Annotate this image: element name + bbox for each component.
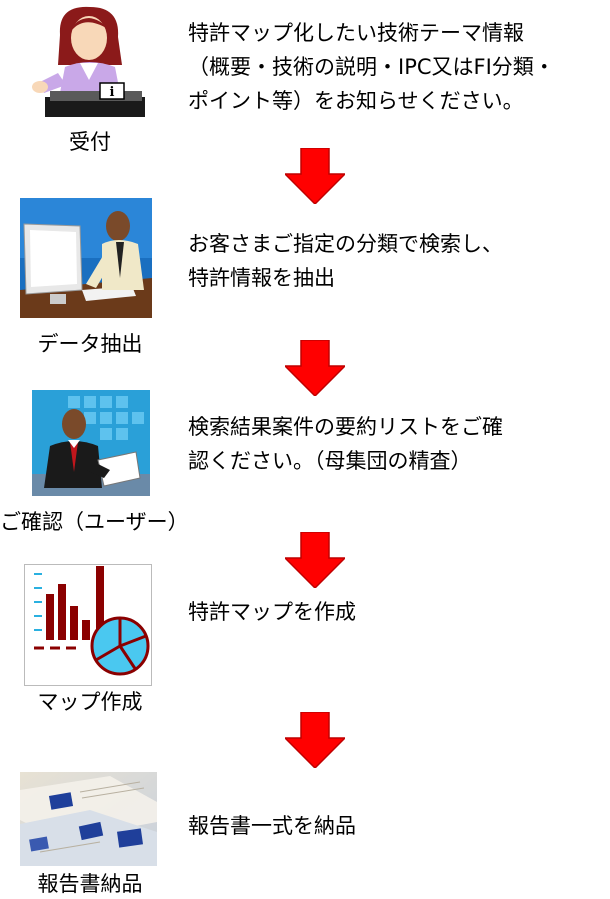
step-description: 特許マップを作成 [188,595,356,629]
step-description: 検索結果案件の要約リストをご確 認ください。（母集団の精査） [188,410,503,478]
reviewer-icon [32,390,150,496]
down-arrow-icon [285,148,345,204]
documents-icon [20,772,157,866]
description-line: 検索結果案件の要約リストをご確 [188,415,503,439]
description-line: 特許マップを作成 [188,600,356,624]
receptionist-icon: i [32,6,145,117]
down-arrow-icon [285,532,345,588]
description-line: 報告書一式を納品 [188,814,356,838]
down-arrow-icon [285,712,345,768]
down-arrow-icon [285,340,345,396]
description-line: （概要・技術の説明・IPC又はFI分類・ [188,55,555,79]
description-line: お客さまご指定の分類で検索し、 [188,232,503,256]
chart-icon [24,564,152,686]
step-description: お客さまご指定の分類で検索し、 特許情報を抽出 [188,227,503,295]
svg-text:i: i [110,85,115,100]
step-label: 報告書納品 [37,872,143,896]
description-line: ポイント等）をお知らせください。 [188,89,524,113]
step-label: 受付 [69,130,111,154]
description-line: 特許マップ化したい技術テーマ情報 [188,21,524,45]
computer-user-icon [20,198,152,318]
description-line: 特許情報を抽出 [188,266,335,290]
step-label: ご確認（ユーザー） [0,510,189,534]
description-line: 認ください。（母集団の精査） [188,449,472,473]
step-description: 特許マップ化したい技術テーマ情報 （概要・技術の説明・IPC又はFI分類・ ポイ… [188,16,555,118]
step-label: データ抽出 [37,332,143,356]
step-description: 報告書一式を納品 [188,809,356,843]
step-label: マップ作成 [37,690,143,714]
